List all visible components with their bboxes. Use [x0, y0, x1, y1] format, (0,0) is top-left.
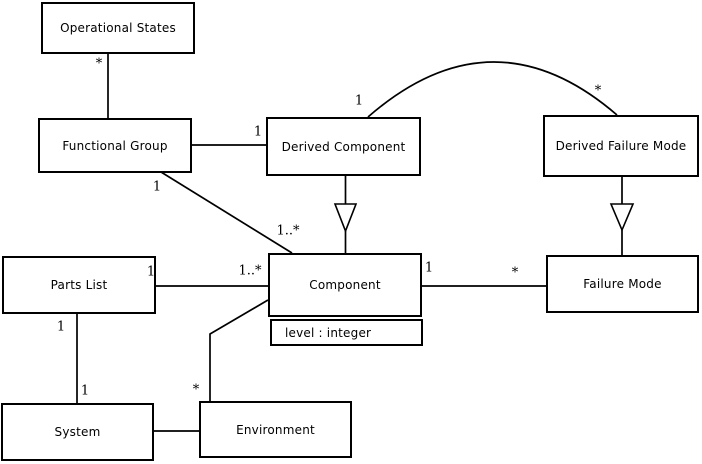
class-label-component: Component — [309, 278, 381, 292]
class-box-derived-failure-mode: Derived Failure Mode — [543, 115, 699, 177]
class-label-functional-group: Functional Group — [62, 138, 168, 153]
multiplicity-opstates-star: * — [95, 56, 103, 72]
multiplicity-partslist-one: 1 — [146, 264, 156, 280]
class-box-system: System — [1, 403, 154, 461]
edge-environment-component — [209, 299, 269, 401]
attribute-box-component: level : integer — [270, 319, 423, 346]
class-label-system: System — [54, 425, 101, 439]
generalization-triangle-component — [333, 203, 358, 234]
class-box-component: Component — [268, 253, 422, 317]
multiplicity-partslist-system-one-top: 1 — [56, 319, 66, 335]
multiplicity-partslist-system-one-bottom: 1 — [80, 383, 90, 399]
class-box-parts-list: Parts List — [2, 256, 156, 314]
class-label-environment: Environment — [236, 422, 315, 437]
edge-funcgroup-component — [160, 171, 293, 254]
multiplicity-derivedcomp-one: 1 — [253, 124, 263, 140]
class-label-derived-failure-mode: Derived Failure Mode — [555, 139, 687, 153]
multiplicity-component-onestar-upper: 1..* — [276, 223, 300, 239]
class-box-functional-group: Functional Group — [38, 118, 192, 173]
class-box-failure-mode: Failure Mode — [546, 255, 699, 313]
class-label-operational-states: Operational States — [60, 21, 176, 35]
attribute-label-component-level: level : integer — [285, 325, 372, 340]
multiplicity-arc-one: 1 — [354, 93, 364, 109]
class-box-operational-states: Operational States — [41, 2, 195, 54]
multiplicity-environment-star: * — [192, 382, 200, 398]
multiplicity-component-one-right: 1 — [424, 260, 434, 276]
multiplicity-arc-star: * — [594, 83, 602, 99]
multiplicity-component-onestar-left: 1..* — [238, 263, 262, 279]
generalization-triangle-failuremode — [609, 203, 635, 233]
class-box-environment: Environment — [199, 401, 352, 458]
class-box-derived-component: Derived Component — [266, 117, 421, 176]
multiplicity-funcgroup-one: 1 — [152, 179, 162, 195]
multiplicity-failuremode-star: * — [511, 265, 519, 281]
class-label-parts-list: Parts List — [50, 278, 108, 292]
edge-arc-derivedcomp-derivedfm — [367, 61, 618, 118]
class-label-derived-component: Derived Component — [281, 139, 406, 154]
class-label-failure-mode: Failure Mode — [583, 277, 662, 291]
